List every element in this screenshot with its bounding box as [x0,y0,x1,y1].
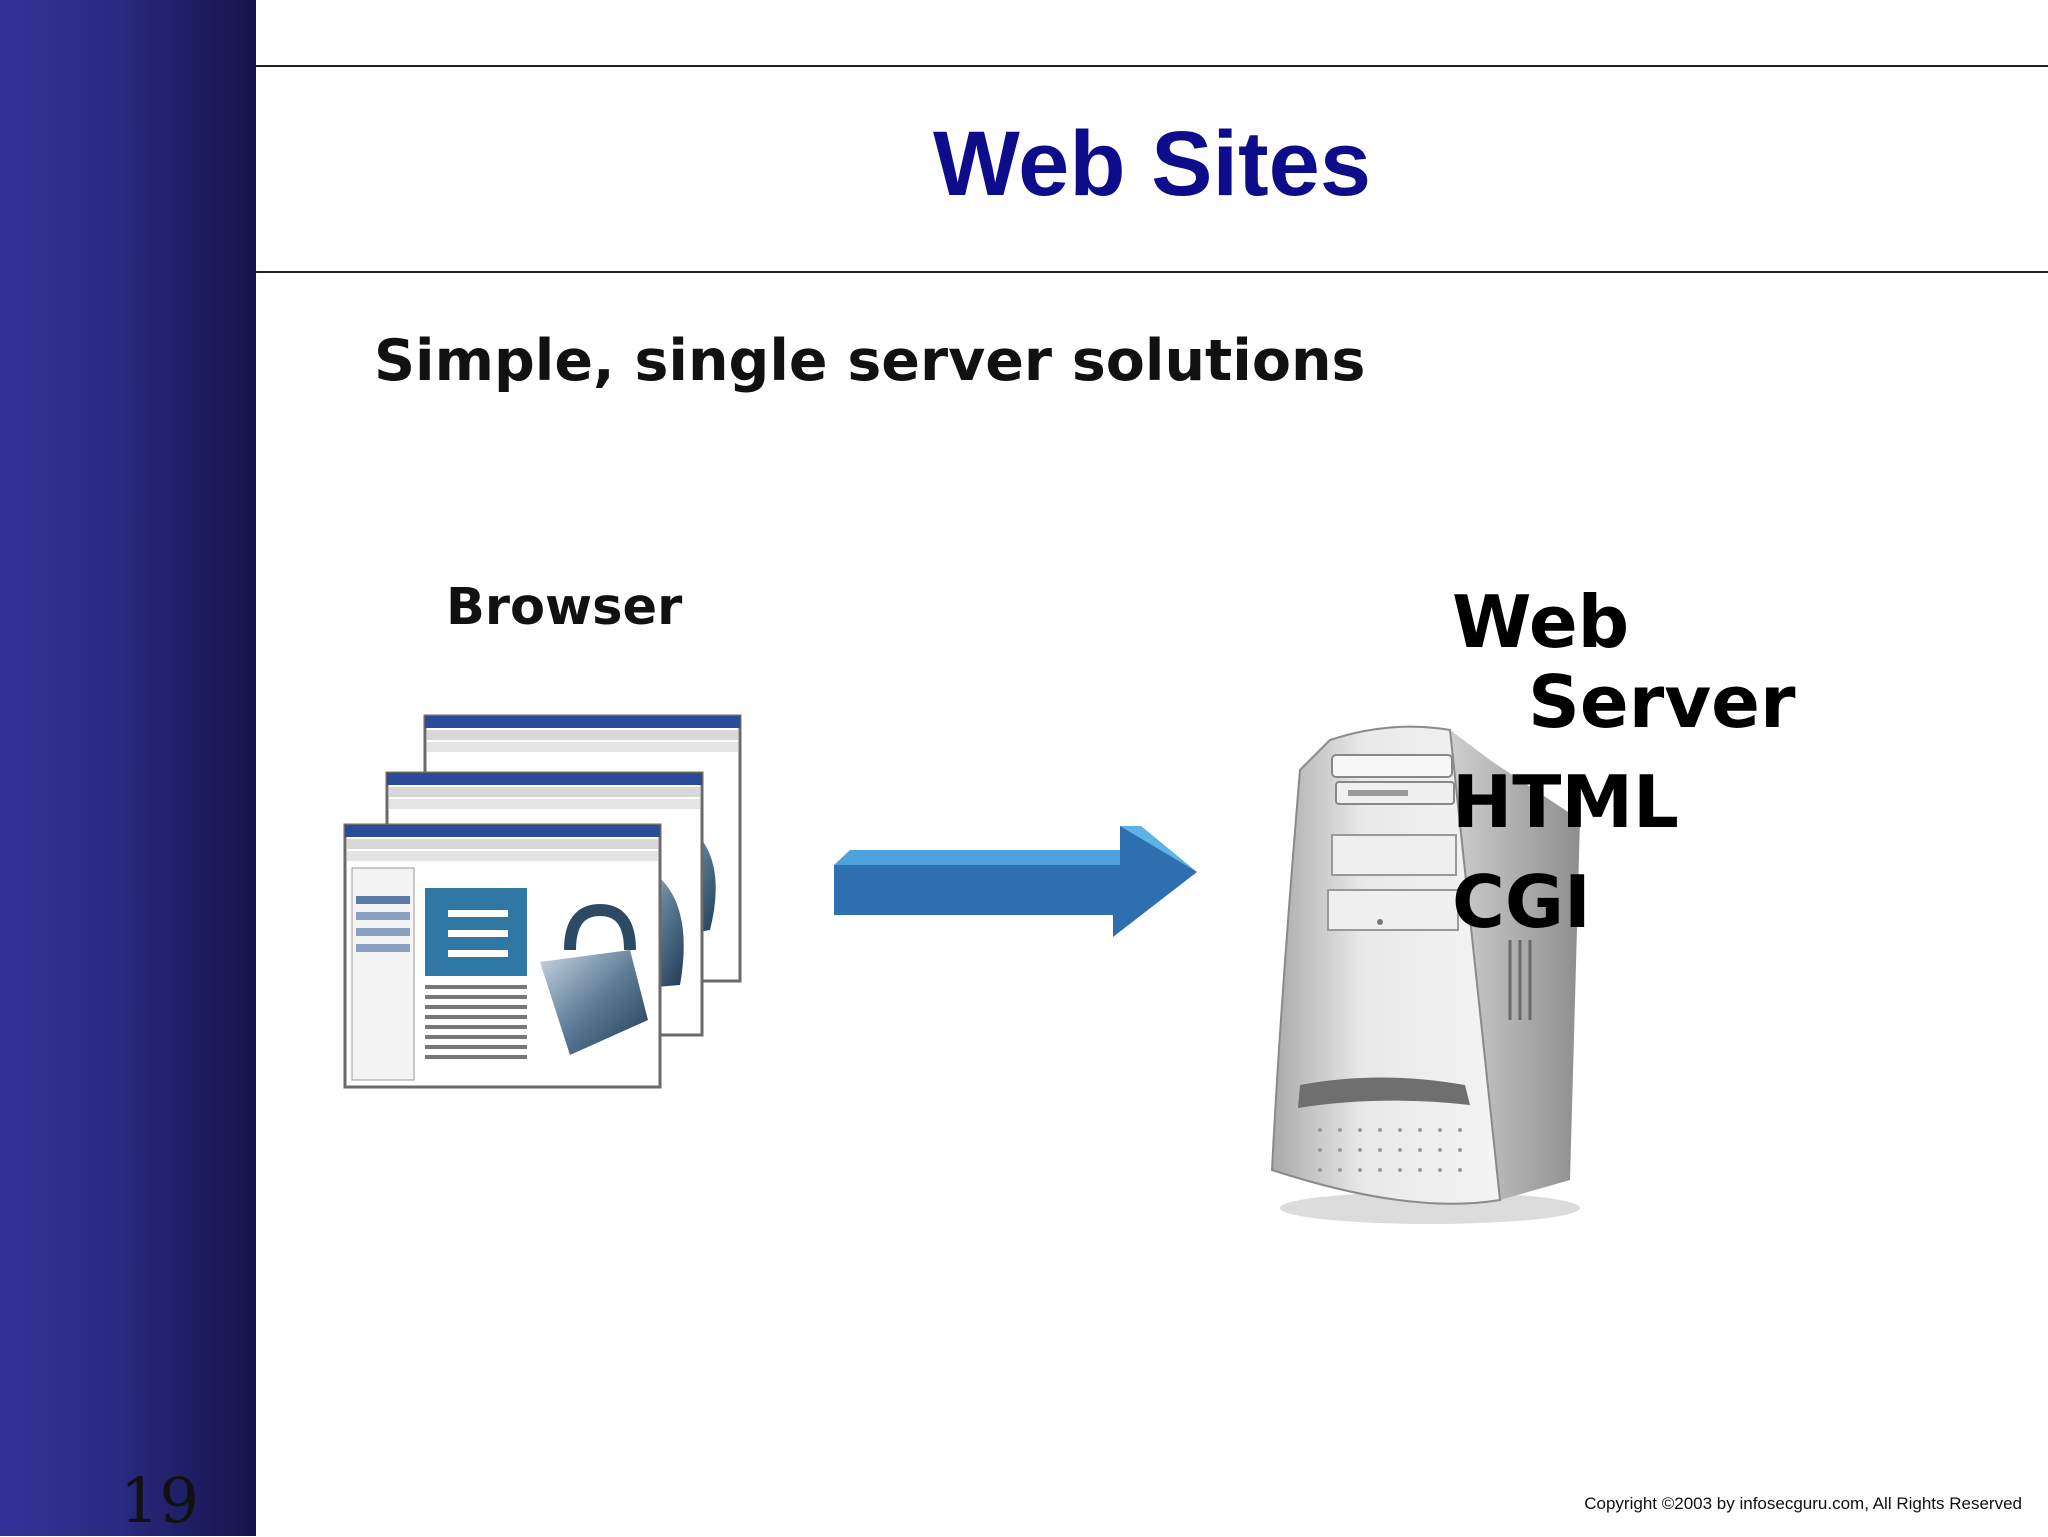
web-server-label-line1: Web [1452,580,1630,664]
browser-window-front [343,823,662,1089]
right-arrow-icon [834,826,1197,937]
slide-sidebar [0,0,256,1536]
web-server-label-line2: Server [1528,660,1796,744]
title-rule-bottom [256,271,2048,273]
server-item-html: HTML [1452,760,1679,844]
title-rule-top [256,65,2048,67]
slide-subtitle: Simple, single server solutions [374,328,1366,394]
browser-label: Browser [446,578,683,637]
server-tower-icon [1270,725,1580,1224]
browser-windows-icon [343,714,742,1089]
slide-title: Web Sites [933,113,1371,215]
copyright-notice: Copyright ©2003 by infosecguru.com, All … [1584,1494,2022,1513]
slide-number: 19 [120,1464,199,1537]
server-item-cgi: CGI [1452,860,1591,944]
